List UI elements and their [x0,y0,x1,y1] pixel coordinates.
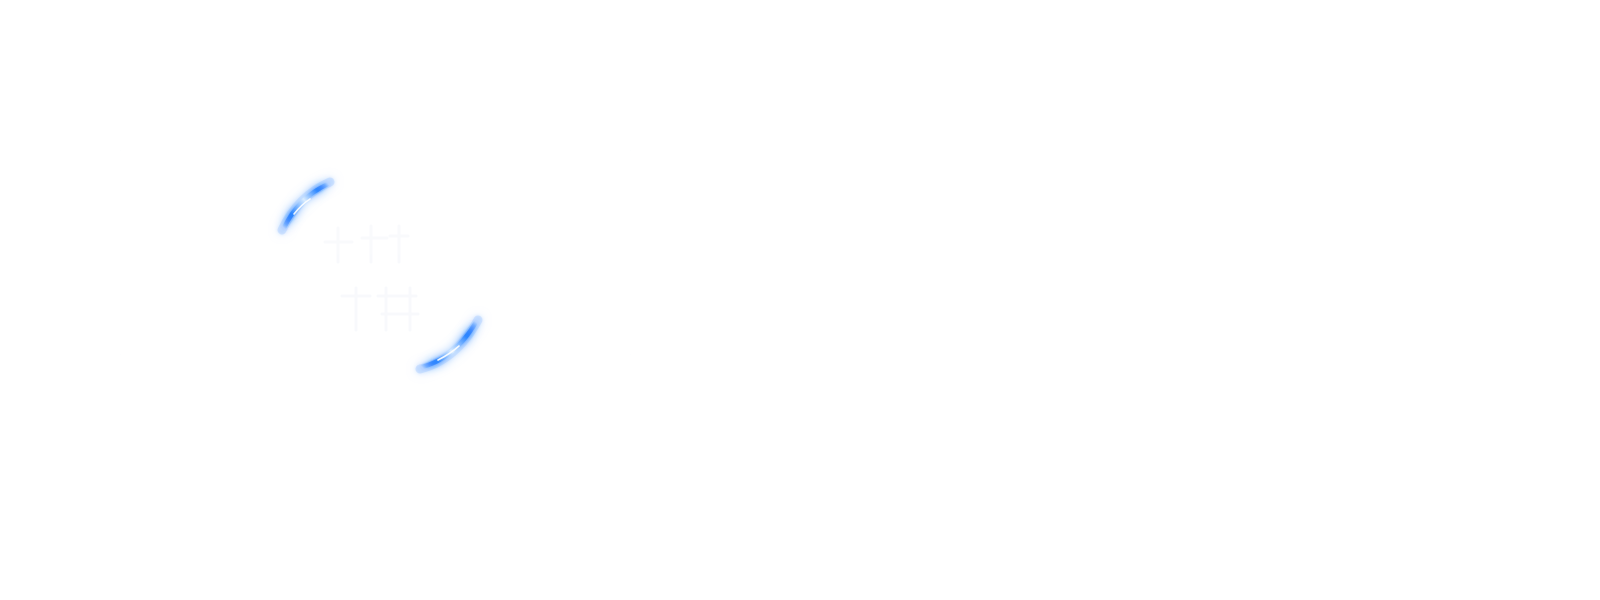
faint-mark-bottom-left [120,354,121,355]
top-left-arc-accent [277,177,335,235]
bottom-right-arc-accent [415,315,483,374]
faint-character-strokes [323,224,420,332]
faint-mark-bottom-middle [630,354,631,355]
faint-mark-top-left [120,150,121,151]
logo-emblem [270,170,500,400]
faint-mark-top-middle [630,150,631,151]
logo-arcs-graphic [277,177,483,374]
